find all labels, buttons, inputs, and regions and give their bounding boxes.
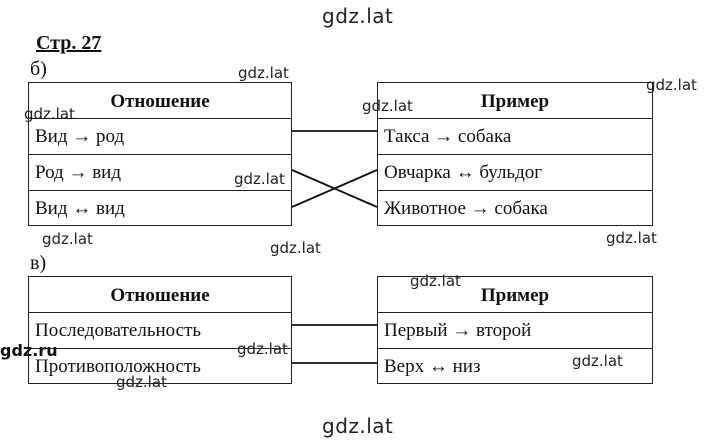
watermark: gdz.lat (572, 352, 623, 370)
watermark: gdz.lat (234, 170, 285, 188)
relation-header: Отношение (29, 277, 291, 313)
watermark: gdz.lat (646, 76, 697, 94)
section-v-label: в) (30, 252, 47, 274)
relation-row: Род → вид (29, 155, 291, 191)
section-b-label: б) (30, 58, 47, 80)
example-row: Овчарка ↔ бульдог (378, 155, 652, 191)
section-b-example-table: Пример Такса → собака Овчарка ↔ бульдог … (377, 82, 653, 226)
relation-row: Последовательность (29, 313, 291, 349)
example-row: Первый → второй (378, 313, 652, 349)
section-b-relation-table: Отношение Вид → род Род → вид Вид ↔ вид (28, 82, 292, 226)
watermark: gdz.lat (270, 239, 321, 257)
watermark: gdz.lat (237, 340, 288, 358)
watermark: gdz.lat (606, 229, 657, 247)
example-row: Верх ↔ низ (384, 356, 481, 377)
relation-row: Противоположность (35, 356, 201, 377)
relation-row: Вид ↔ вид (35, 198, 125, 219)
page-label: Стр. 27 (36, 32, 102, 54)
watermark: gdz.lat (116, 373, 167, 391)
section-v-relation-table: Отношение Последовательность Противополо… (28, 276, 292, 384)
example-header: Пример (378, 83, 652, 119)
watermark: gdz.lat (42, 230, 93, 248)
relation-header: Отношение (29, 83, 291, 119)
watermark-top: gdz.lat (322, 4, 394, 28)
connector-line (291, 169, 378, 208)
section-v-example-table: Пример Первый → второй Верх ↔ низ (377, 276, 653, 384)
watermark: gdz.lat (362, 97, 413, 115)
watermark-bottom: gdz.lat (322, 414, 394, 438)
example-header: Пример (378, 277, 652, 313)
example-row: Такса → собака (378, 119, 652, 155)
example-row: Животное → собака (384, 198, 548, 219)
watermark: gdz.lat (238, 64, 289, 82)
relation-row: Вид → род (29, 119, 291, 155)
